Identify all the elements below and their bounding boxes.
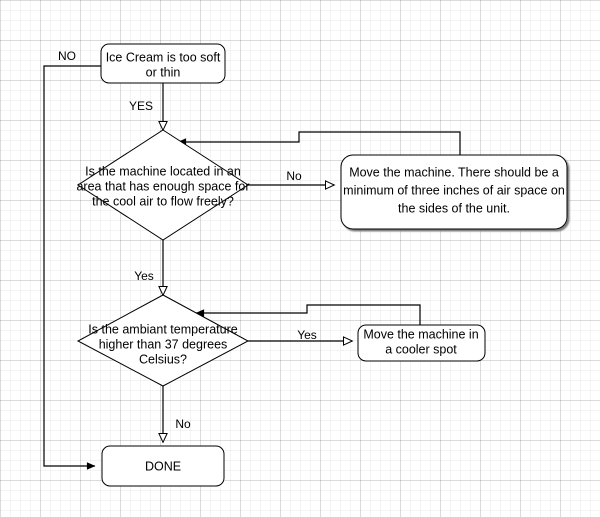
node-decision-temp[interactable]: Is the ambiant temperature higher than 3…	[76, 294, 250, 387]
decision-space-line2: area that has enough space for	[76, 179, 249, 193]
decision-temp-line2: higher than 37 degrees	[99, 337, 228, 351]
node-action-temp[interactable]: Move the machine in a cooler spot	[357, 324, 486, 362]
decision-temp-shape	[76, 294, 250, 387]
edge-label-start-yes: YES	[129, 99, 153, 113]
start-box-shape	[100, 43, 226, 84]
edge-start-no	[43, 65, 101, 470]
done-box-label: DONE	[145, 459, 181, 473]
edge-label-space-no: No	[286, 169, 302, 183]
decision-temp-line1: Is the ambiant temperature	[88, 322, 237, 336]
action-space-line2: minimum of three inches of air space on	[343, 183, 565, 197]
node-decision-space[interactable]: Is the machine located in an area that h…	[76, 129, 250, 241]
start-box-line2: or thin	[146, 65, 181, 79]
start-box-line1: Ice Cream is too soft	[106, 50, 221, 64]
decision-space-shape	[77, 129, 249, 241]
node-start[interactable]: Ice Cream is too soft or thin	[100, 43, 226, 84]
edge-label-start-no: NO	[58, 49, 76, 63]
node-done[interactable]: DONE	[101, 445, 225, 487]
edge-label-temp-yes: Yes	[297, 328, 317, 342]
decision-temp-line3: Celsius?	[139, 352, 187, 366]
done-box-shape	[101, 445, 225, 487]
edge-label-space-yes: Yes	[134, 269, 154, 283]
action-space-line1: Move the machine. There should be a	[349, 165, 559, 179]
edge-label-temp-no: No	[175, 417, 191, 431]
action-temp-line2: a cooler spot	[385, 342, 457, 356]
node-action-space[interactable]: Move the machine. There should be a mini…	[340, 154, 568, 230]
edge-space-loopback	[177, 131, 461, 155]
decision-space-line3: the cool air to flow freely?	[92, 194, 234, 208]
action-space-box-shape	[340, 154, 568, 230]
action-space-line3: the sides of the unit.	[398, 201, 510, 215]
action-temp-line1: Move the machine in	[363, 327, 478, 341]
action-temp-box-shape	[357, 324, 486, 362]
decision-space-line1: Is the machine located in an	[85, 164, 241, 178]
edge-temp-loopback	[195, 304, 421, 325]
